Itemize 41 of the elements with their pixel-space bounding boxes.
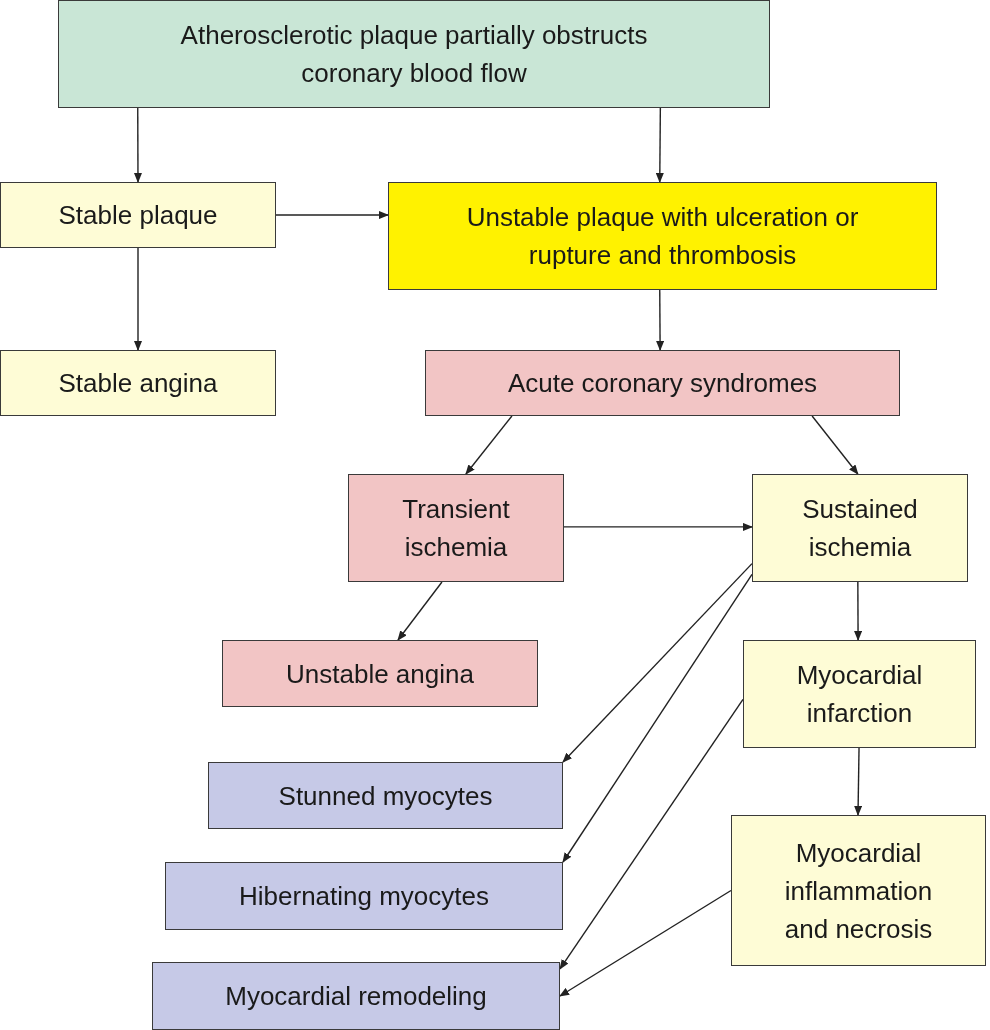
process-box bbox=[152, 962, 560, 1030]
arrow bbox=[397, 581, 443, 641]
arrow bbox=[559, 698, 744, 970]
box-text: Unstable plaque with ulceration or rupture and thrombosis bbox=[465, 201, 860, 272]
process-box bbox=[165, 862, 563, 930]
process-box bbox=[222, 640, 538, 707]
process-box bbox=[208, 762, 563, 829]
box-text: Myocardial infarction bbox=[795, 659, 924, 730]
arrow bbox=[133, 107, 142, 183]
process-box bbox=[0, 350, 276, 416]
box-text: Myocardial inflammation and necrosis bbox=[783, 836, 934, 946]
arrow bbox=[275, 211, 389, 220]
process-box bbox=[0, 182, 276, 248]
box-text: Stable plaque bbox=[58, 199, 218, 232]
arrow bbox=[134, 247, 142, 351]
process-box bbox=[348, 474, 564, 582]
arrow bbox=[559, 889, 732, 997]
process-box bbox=[743, 640, 976, 748]
arrow bbox=[563, 522, 753, 531]
process-box bbox=[731, 815, 986, 966]
box-text: Unstable angina bbox=[286, 657, 474, 691]
process-box bbox=[752, 474, 968, 582]
box-text: Transient ischemia bbox=[401, 493, 511, 564]
box-text: Stunned myocytes bbox=[278, 779, 493, 813]
box-text: Stable angina bbox=[58, 367, 218, 400]
process-box bbox=[425, 350, 900, 416]
arrow bbox=[854, 747, 863, 816]
box-text: Atherosclerotic plaque partially obstructs coronary blood flow bbox=[179, 19, 649, 90]
arrow bbox=[854, 581, 863, 641]
box-text: Acute coronary syndromes bbox=[507, 367, 818, 400]
arrow bbox=[465, 415, 513, 475]
arrow bbox=[655, 107, 664, 183]
arrow bbox=[562, 573, 753, 863]
box-text: Sustained ischemia bbox=[801, 493, 919, 564]
arrow bbox=[656, 289, 665, 351]
process-box bbox=[58, 0, 770, 108]
arrow bbox=[562, 562, 753, 763]
process-box bbox=[388, 182, 937, 290]
arrow bbox=[811, 415, 859, 475]
box-text: Hibernating myocytes bbox=[239, 880, 489, 913]
box-text: Myocardial remodeling bbox=[225, 980, 487, 1013]
